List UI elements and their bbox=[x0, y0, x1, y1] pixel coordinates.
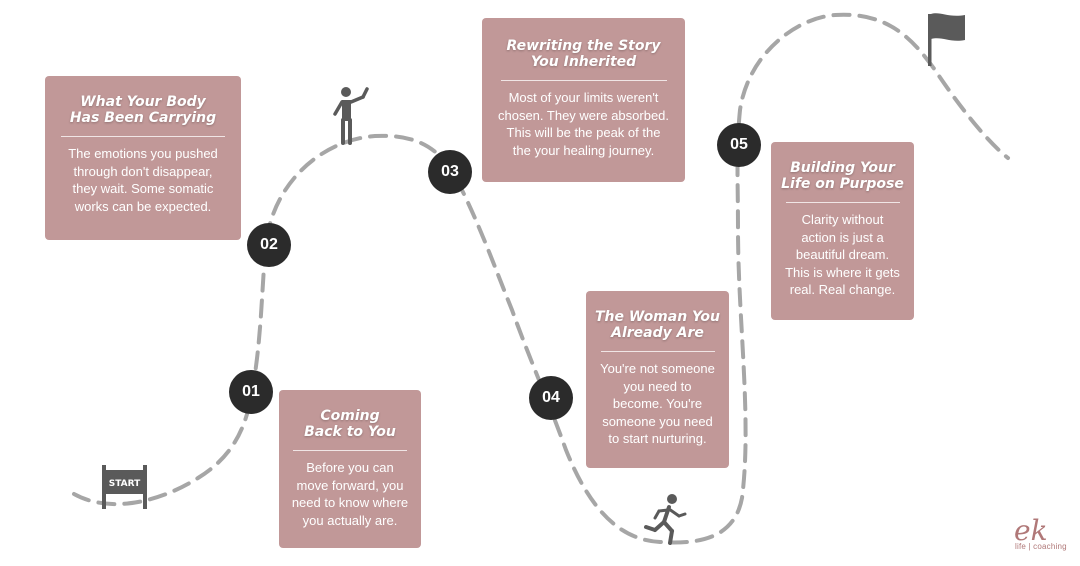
step-badge-03: 03 bbox=[428, 150, 472, 194]
logo-mark: ek bbox=[1014, 514, 1048, 547]
finish-flag-icon bbox=[928, 13, 965, 66]
step-badge-02: 02 bbox=[247, 223, 291, 267]
step-card-01-text: Before you can move forward, you need to… bbox=[291, 460, 409, 528]
step-card-03-title: Rewriting the Story You Inherited bbox=[506, 38, 661, 70]
running-person-icon bbox=[644, 494, 687, 545]
step-card-02-title: What Your Body Has Been Carrying bbox=[69, 94, 217, 126]
start-sign-label: START bbox=[109, 479, 141, 489]
journey-path bbox=[72, 12, 1010, 545]
start-sign-icon: START bbox=[102, 465, 147, 509]
step-card-04: The Woman You Already Are You're not som… bbox=[586, 291, 729, 468]
logo-subtitle: life | coaching bbox=[1015, 542, 1067, 551]
step-card-01-title: Coming Back to You bbox=[304, 408, 396, 440]
step-card-05: Building Your Life on Purpose Clarity wi… bbox=[771, 142, 914, 320]
step-card-04-title: The Woman You Already Are bbox=[595, 309, 720, 341]
step-card-02-text: The emotions you pushed through don't di… bbox=[68, 146, 218, 214]
divider bbox=[293, 450, 407, 451]
step-card-02: What Your Body Has Been Carrying The emo… bbox=[45, 76, 241, 240]
divider bbox=[61, 136, 225, 137]
step-card-04-text: You're not someone you need to become. Y… bbox=[600, 361, 715, 446]
divider bbox=[600, 351, 715, 352]
step-card-01: Coming Back to You Before you can move f… bbox=[279, 390, 421, 548]
step-badge-04: 04 bbox=[529, 376, 573, 420]
step-card-05-title: Building Your Life on Purpose bbox=[781, 160, 904, 192]
standing-person-icon bbox=[333, 87, 369, 145]
step-card-03: Rewriting the Story You Inherited Most o… bbox=[482, 18, 685, 182]
step-badge-01: 01 bbox=[229, 370, 273, 414]
divider bbox=[500, 80, 667, 81]
step-card-03-text: Most of your limits weren't chosen. They… bbox=[497, 90, 670, 158]
step-card-05-text: Clarity without action is just a beautif… bbox=[785, 212, 900, 297]
brand-logo: ek bbox=[1014, 514, 1048, 547]
step-badge-05: 05 bbox=[717, 123, 761, 167]
divider bbox=[785, 202, 900, 203]
